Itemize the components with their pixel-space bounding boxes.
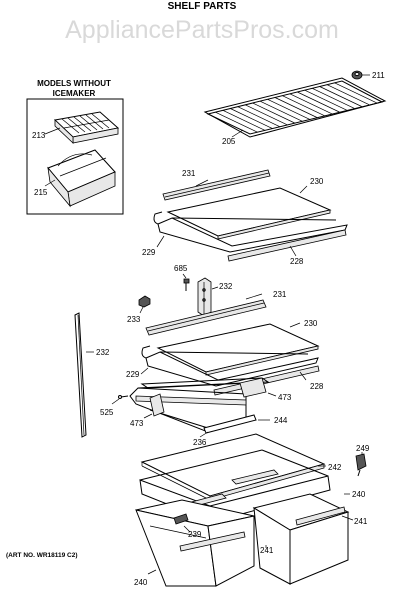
label-228-upper: 228 [290, 257, 304, 266]
wire-rod [215, 111, 258, 133]
drawer-handle-part-241-left [179, 531, 246, 552]
page-title: SHELF PARTS [168, 1, 237, 12]
drawer-clip-part-239 [173, 513, 189, 525]
stud-part-249 [355, 453, 367, 477]
wire-rod [319, 86, 362, 107]
wire-rod [267, 99, 310, 120]
wire-rod [312, 88, 355, 109]
wire-rod [282, 95, 325, 116]
label-215: 215 [34, 188, 48, 197]
label-231-lower: 231 [273, 290, 287, 299]
label-213: 213 [32, 131, 46, 140]
drawer-handle-part-241-right [295, 506, 346, 526]
label-240-right: 240 [352, 490, 366, 499]
side-rail-part-232 [74, 312, 87, 438]
wire-rod [245, 104, 288, 126]
art-number: (ART NO. WR18119 C2) [6, 552, 78, 559]
label-228-lower: 228 [310, 382, 324, 391]
watermark: AppliancePartsPros.com [65, 16, 339, 44]
shelf-frame-part-229-upper [157, 217, 348, 253]
screw-part-525 [118, 395, 129, 399]
wire-rod [334, 82, 377, 104]
shelf-trim-part-228-upper [227, 229, 347, 262]
wire-rod [252, 102, 295, 124]
wire-rod [304, 89, 347, 111]
wire-rod [326, 84, 370, 105]
wire-rod [237, 106, 280, 127]
shelf-frame-part-229-lower [145, 351, 319, 387]
label-244: 244 [274, 416, 288, 425]
inset-heading-line1: MODELS WITHOUT [37, 79, 111, 88]
wire-rod [289, 93, 333, 115]
ice-bucket-part-215 [47, 149, 116, 208]
wire-rod [230, 108, 273, 129]
label-473-right: 473 [278, 393, 292, 402]
label-230-upper: 230 [310, 177, 324, 186]
shelf-stud-part-233 [138, 295, 151, 308]
label-232-center: 232 [219, 282, 233, 291]
label-240-left: 240 [134, 578, 148, 587]
upper-shelf-assembly [153, 169, 348, 262]
label-205: 205 [222, 137, 236, 146]
inset-models-without-icemaker: MODELS WITHOUT ICEMAKER 213 [26, 79, 124, 215]
shelf-stud-part-211 [351, 70, 363, 80]
crisper-cover-glass-part-242 [140, 433, 326, 501]
label-473-left: 473 [130, 419, 144, 428]
label-229-upper: 229 [142, 248, 156, 257]
label-241-left: 241 [260, 546, 274, 555]
wire-rod [297, 91, 340, 113]
screw-part-685 [183, 278, 190, 291]
label-230-lower: 230 [304, 319, 318, 328]
label-231-upper: 231 [182, 169, 196, 178]
ice-tray-part-213 [53, 111, 120, 144]
label-241-right: 241 [354, 517, 368, 526]
label-232-side: 232 [96, 348, 110, 357]
slide-rail-part-473-left [149, 393, 165, 417]
label-233: 233 [127, 315, 141, 324]
wire-rod [274, 97, 318, 118]
label-211: 211 [372, 71, 385, 80]
middle-shelf-assembly [141, 299, 320, 396]
label-242: 242 [328, 463, 342, 472]
label-236: 236 [193, 438, 207, 447]
wire-rod [259, 100, 303, 122]
label-525: 525 [100, 408, 114, 417]
inset-heading-line2: ICEMAKER [53, 89, 96, 98]
wire-rod [222, 110, 266, 131]
wire-shelf-part-205 [203, 77, 387, 138]
label-229-lower: 229 [126, 370, 140, 379]
slide-rail-part-473-right [239, 377, 267, 398]
center-bracket-part-232 [197, 277, 212, 317]
label-249: 249 [356, 444, 370, 453]
shelf-trim-part-231-lower [145, 299, 267, 336]
label-685: 685 [174, 264, 188, 273]
inset-frame [26, 98, 124, 215]
crisper-drawer-part-240-right [252, 493, 350, 585]
label-239: 239 [188, 530, 202, 539]
